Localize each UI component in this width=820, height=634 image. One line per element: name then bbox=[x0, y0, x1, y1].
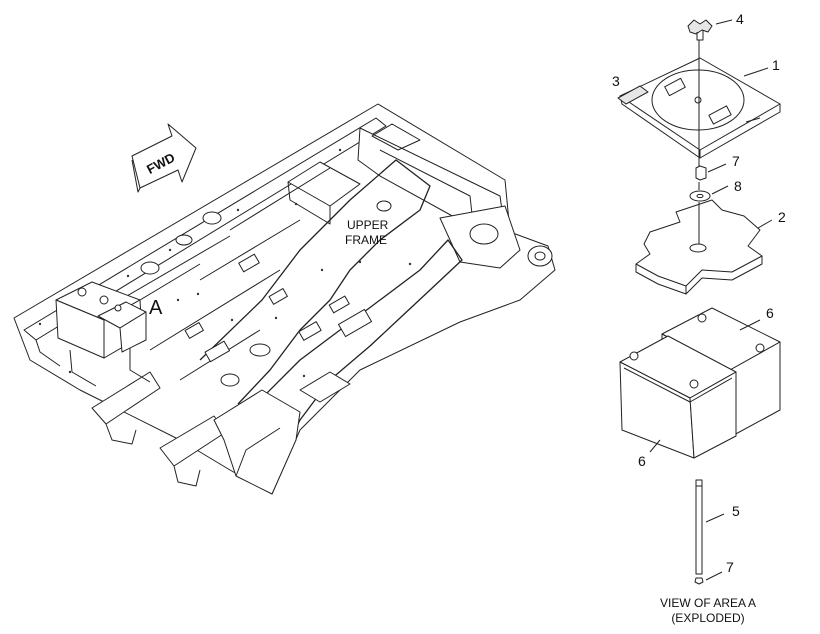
callout-5: 5 bbox=[732, 503, 740, 519]
upper-frame-label-2: FRAME bbox=[345, 233, 387, 247]
view-title-line-1: VIEW OF AREA A bbox=[660, 596, 756, 610]
part-7-bolt-upper bbox=[695, 163, 727, 181]
view-title-line-2: (EXPLODED) bbox=[671, 611, 744, 625]
part-7-nut-lower bbox=[694, 571, 723, 585]
lower-box-section bbox=[213, 389, 301, 495]
engine-bay-block bbox=[287, 161, 361, 207]
callout-6-front: 6 bbox=[638, 453, 646, 469]
forward-direction-arrow: FWD bbox=[131, 123, 197, 193]
area-a-label: A bbox=[149, 297, 163, 319]
callout-6-rear: 6 bbox=[766, 305, 774, 321]
rear-lower-bracket-left bbox=[91, 371, 161, 425]
center-beam-left bbox=[199, 159, 431, 405]
callout-3: 3 bbox=[612, 73, 620, 89]
part-6-battery-front bbox=[619, 335, 737, 459]
part-2-hold-down-bracket bbox=[635, 199, 773, 295]
callout-7-upper: 7 bbox=[732, 153, 740, 169]
part-4-nut bbox=[687, 19, 733, 41]
callout-4: 4 bbox=[736, 11, 744, 27]
part-5-rod bbox=[695, 479, 725, 575]
part-8-washer bbox=[689, 185, 729, 202]
callout-7-lower: 7 bbox=[726, 559, 734, 575]
frame-battery-group bbox=[55, 281, 147, 359]
callout-8: 8 bbox=[734, 178, 742, 194]
callout-1: 1 bbox=[772, 57, 780, 73]
frame-left-rail bbox=[23, 117, 387, 341]
callout-numbers: 4 1 3 7 8 2 6 6 5 7 bbox=[612, 11, 786, 575]
callout-2: 2 bbox=[778, 209, 786, 225]
upper-frame-drawing bbox=[13, 103, 556, 495]
upper-frame-label-1: UPPER bbox=[347, 218, 389, 232]
